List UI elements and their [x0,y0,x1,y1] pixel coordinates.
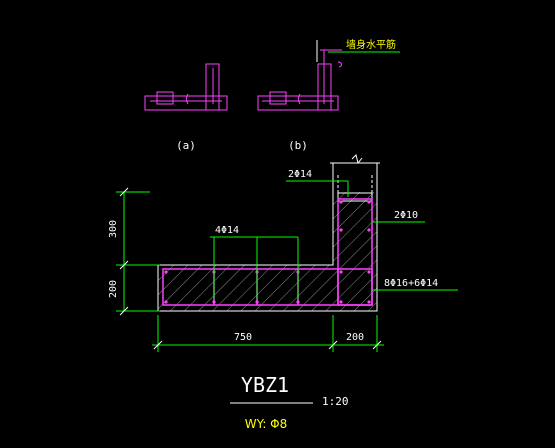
detail-a-base [144,95,228,111]
section-hatch [158,192,377,311]
dimensions: 300 200 750 200 [108,187,384,352]
title-block: YBZ1 1:20 WY: Φ8 [230,373,349,431]
label-inner-bar: 2Φ10 [394,210,418,221]
break-symbol [351,154,363,165]
detail-b-base [257,95,339,111]
label-corner-bar: 8Φ16+6Φ14 [384,278,438,289]
detail-a-stirrup [156,91,174,105]
detail-b-hook [298,93,301,105]
detail-b: 墙身水平筋 (b) [257,38,400,152]
stirrup-spec: WY: Φ8 [245,417,288,431]
dim-height-upper: 300 [108,220,119,238]
annotations: 2Φ14 2Φ10 4Φ14 8Φ16+6Φ14 [210,169,458,300]
detail-b-hook-2 [337,61,342,68]
dim-tick [372,340,382,350]
dim-tick [328,340,338,350]
detail-b-caption: (b) [288,139,308,152]
dim-tick [119,187,129,197]
label-top-bar: 2Φ14 [288,169,312,180]
rebar-dots [164,200,371,304]
detail-b-stirrup [269,91,287,105]
dim-height-lower: 200 [108,280,119,298]
dim-tick [119,260,129,270]
detail-a-caption: (a) [176,139,196,152]
wall-section [157,154,380,312]
dim-tick [119,306,129,316]
component-name: YBZ1 [241,373,289,397]
detail-a-hook [186,93,189,105]
detail-a-riser [205,63,220,111]
drawing-scale: 1:20 [322,395,349,408]
dim-tick [153,340,163,350]
label-middle-bar: 4Φ14 [215,225,239,236]
dim-width-short: 200 [346,332,364,343]
detail-b-note: 墙身水平筋 [346,38,396,51]
dim-width-long: 750 [234,332,252,343]
detail-a: (a) [144,63,228,152]
upper-top-strip [337,192,373,202]
stirrup-horizontal-leg [162,268,373,306]
